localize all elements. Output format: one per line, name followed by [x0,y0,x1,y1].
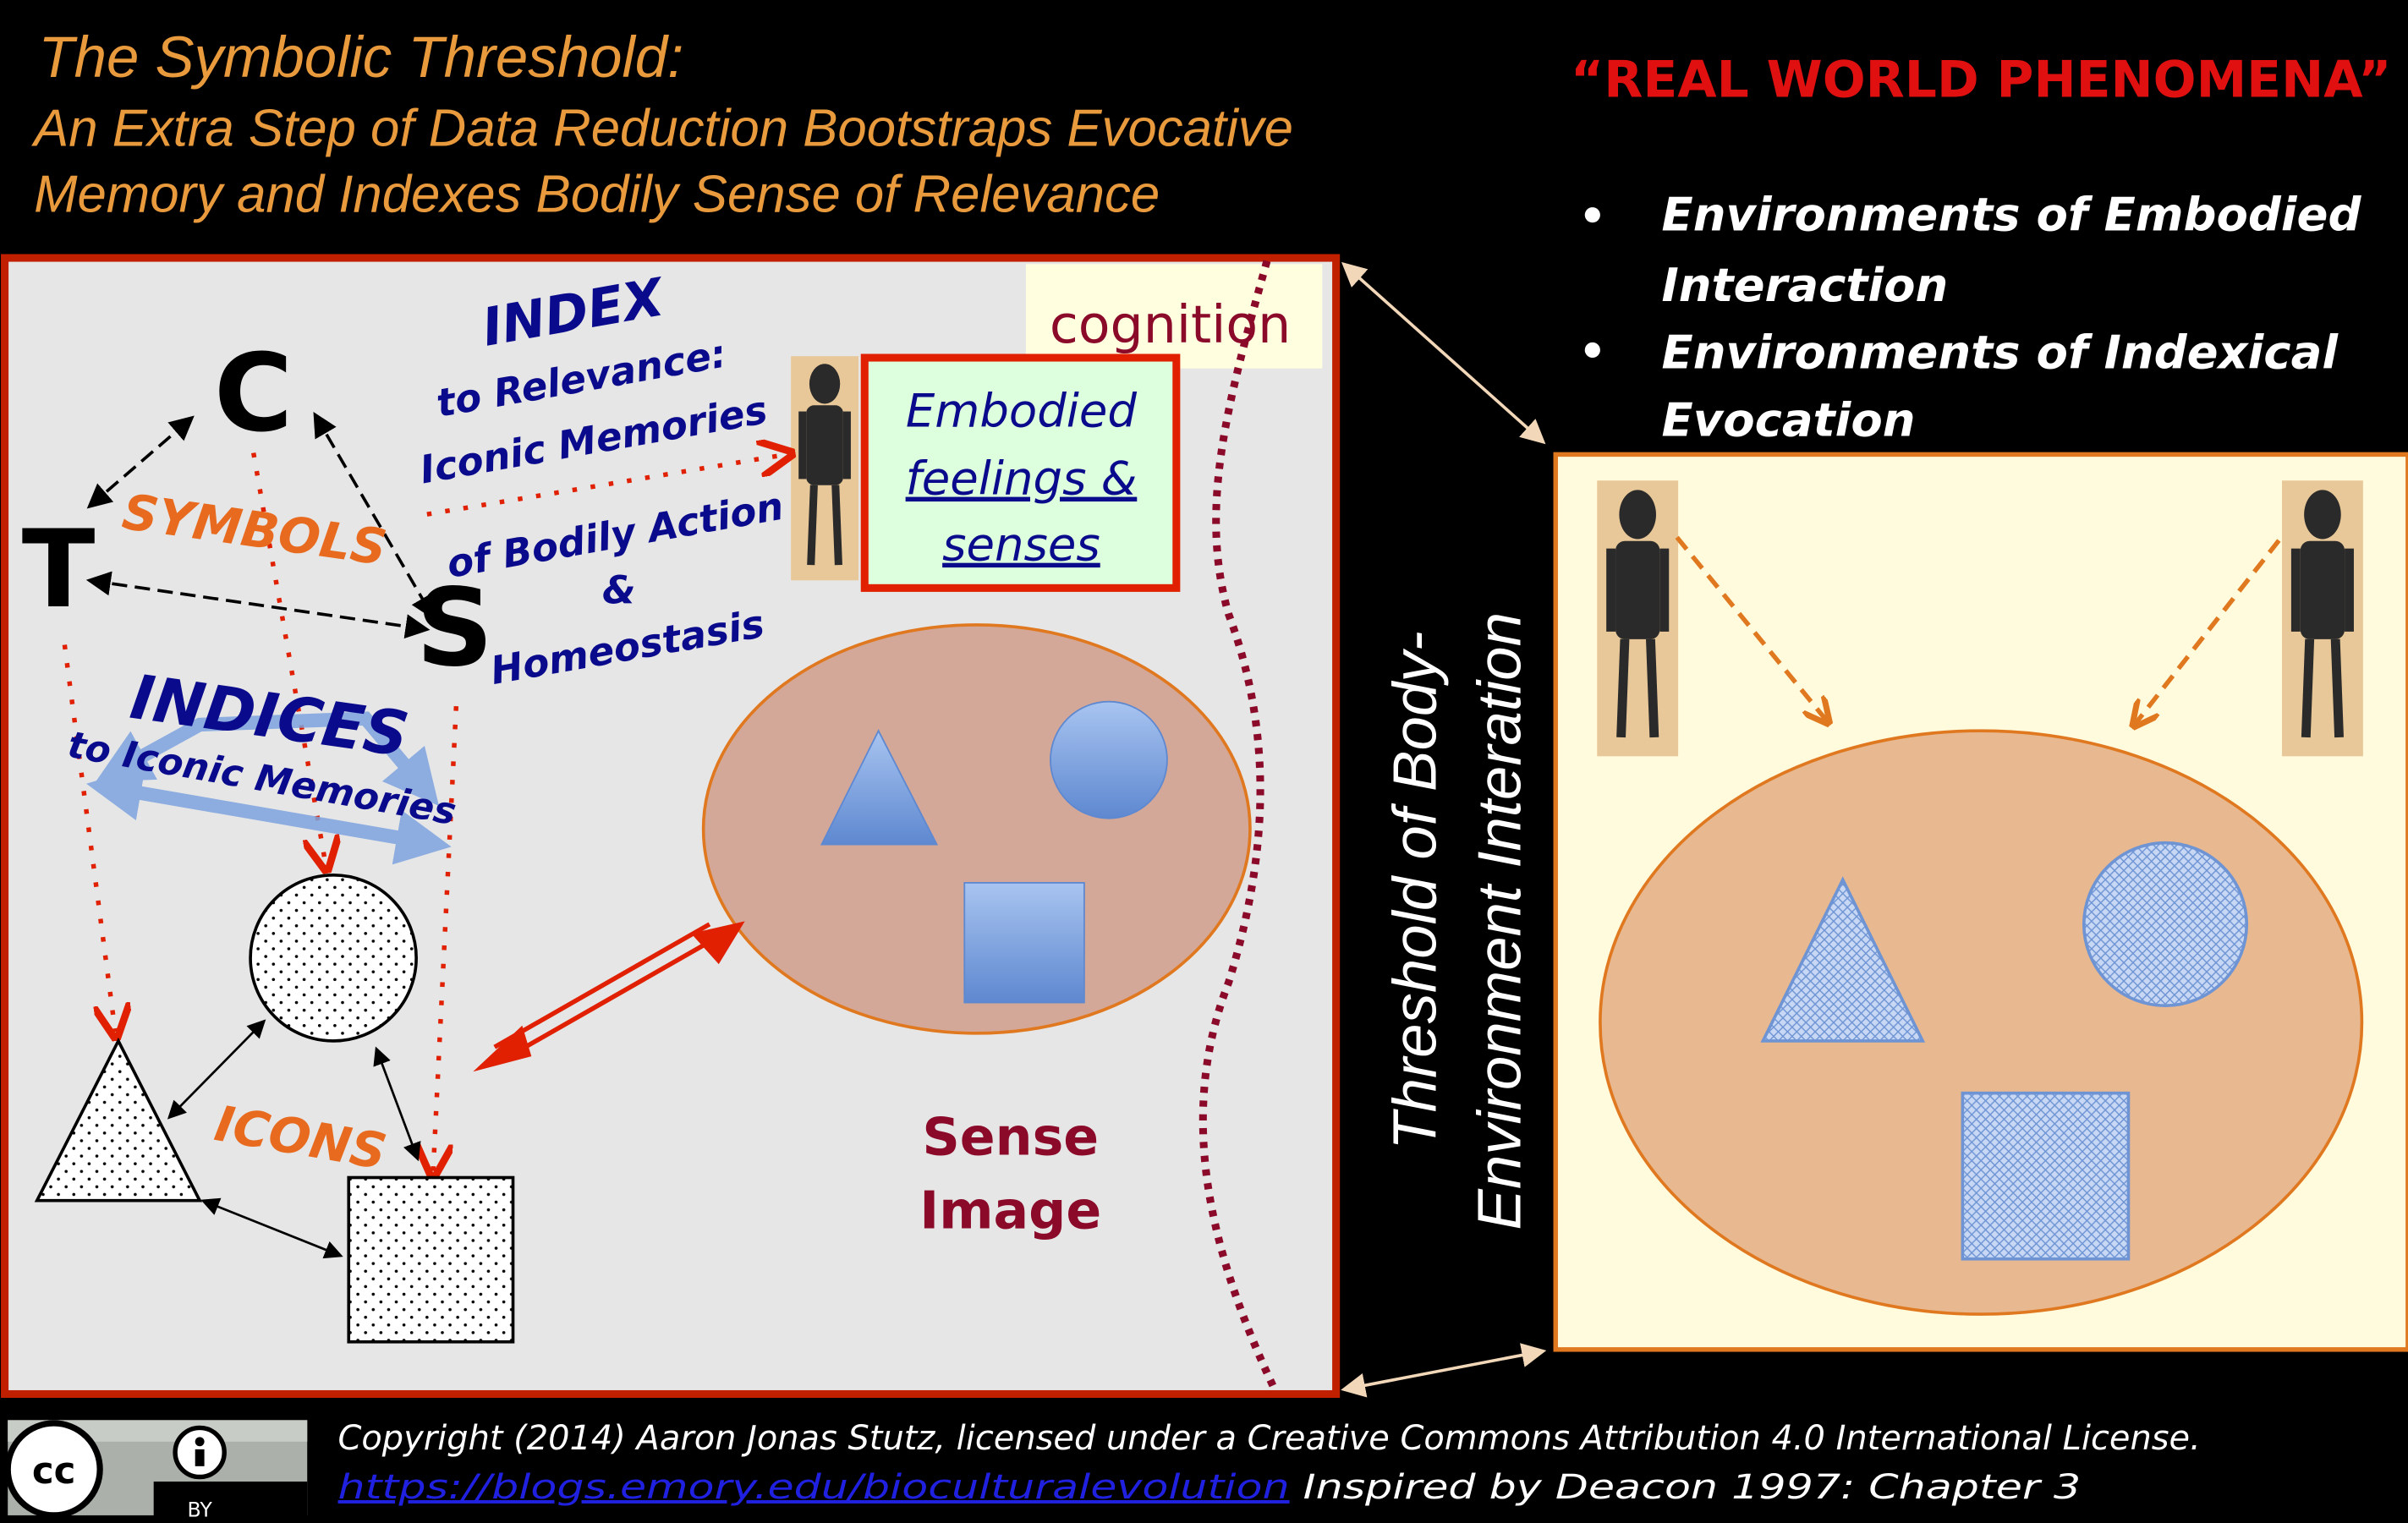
title: The Symbolic Threshold: An Extra Step of… [30,25,1293,224]
title-line-3: Memory and Indexes Bodily Sense of Relev… [34,166,1160,224]
title-line-1: The Symbolic Threshold: [39,25,684,90]
title-line-2: An Extra Step of Data Reduction Bootstra… [30,99,1293,157]
letter-t: T [22,507,96,632]
by-text: BY [187,1498,212,1522]
triangle-shape [820,729,939,846]
cognition-label: cognition [1050,294,1291,355]
bullet-icon [1584,207,1600,223]
bullet-1-line-1: Environments of Embodied [1662,187,2362,241]
embodied-line-1: Embodied [906,384,1138,438]
person-figure-right-icon [2282,480,2363,756]
icon-triangle [34,1037,203,1203]
symbol-arrows [85,412,435,639]
bullet-2-line-1: Environments of Indexical [1662,326,2339,380]
icon-arrows [167,1019,421,1259]
real-circle-shape [2082,841,2249,1007]
person-figure-icon [791,356,858,580]
icon-circle [249,874,418,1043]
copyright-text: Copyright (2014) Aaron Jonas Stutz, lice… [338,1419,2201,1458]
sense-to-icons-arrow [473,921,745,1072]
embodied-feelings-box [860,353,1181,592]
square-shape [963,882,1085,1004]
blog-link[interactable]: https://blogs.emory.edu/bioculturalevolu… [338,1468,1290,1507]
index-dotted-lines [62,453,786,1172]
cc-text: cc [32,1450,76,1493]
threshold-line-2: Environment Interation [1465,612,1533,1230]
real-square-shape [1961,1091,2131,1261]
bullet-2-line-2: Evocation [1662,393,1916,447]
footer-line-2: https://blogs.emory.edu/bioculturalevolu… [338,1468,2082,1507]
bullet-1-line-2: Interaction [1662,258,1949,312]
cc-by-badge: cc BY [4,1420,308,1523]
circle-shape [1050,700,1168,819]
threshold-line-1: Threshold of Body- [1381,631,1450,1149]
real-triangle-shape [1760,876,1926,1043]
indices-arrows [86,711,452,865]
cognition-boundary-line [1199,260,1279,1391]
real-world-bullets: Environments of Embodied Interaction Env… [1584,187,2362,447]
bullet-icon [1584,342,1600,359]
cognition-label-box [1025,264,1323,369]
real-world-heading: “REAL WORLD PHENOMENA” [1571,50,2392,109]
embodied-line-3: senses [942,518,1100,572]
threshold-arrows [1341,261,1547,1398]
letter-c: C [214,330,293,455]
cc-icon [4,1420,103,1519]
icon-square [347,1175,515,1344]
inspired-text: Inspired by Deacon 1997: Chapter 3 [1290,1468,2082,1507]
index-line-4: & [602,568,636,613]
person-figure-left-icon [1597,480,1678,756]
embodied-line-2: feelings & [906,452,1138,506]
perception-arrows [1675,535,2281,724]
sense-image-line-2: Image [919,1180,1101,1241]
sense-image-line-1: Sense [922,1106,1099,1167]
